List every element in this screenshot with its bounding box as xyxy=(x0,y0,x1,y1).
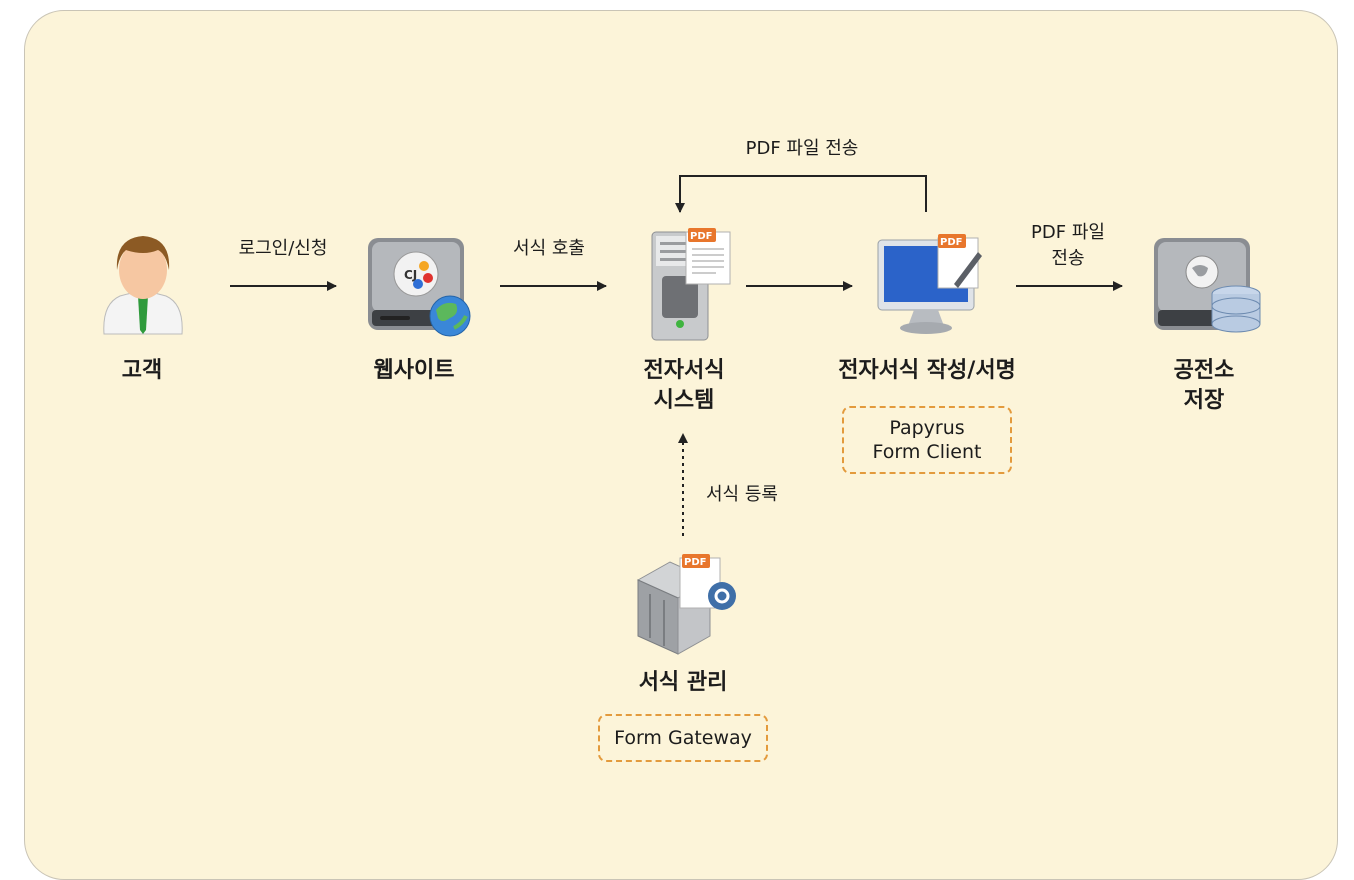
arrow-signing-back-to-system xyxy=(675,175,927,213)
edge-label-pdf-send-right: PDF 파일 전송 xyxy=(1031,220,1105,272)
papyrus-form-client-box: Papyrus Form Client xyxy=(842,406,1012,474)
eform-system-server-icon: PDF xyxy=(651,228,731,341)
form-management-server-icon: PDF xyxy=(636,554,736,655)
node-label-system-line1: 전자서식 xyxy=(643,358,725,383)
pdf-badge-management: PDF xyxy=(684,557,706,568)
form-gateway-box: Form Gateway xyxy=(598,714,768,762)
website-server-icon: CJ xyxy=(368,238,471,337)
eform-signing-monitor-icon: PDF xyxy=(877,234,982,334)
notary-storage-icon xyxy=(1154,238,1261,333)
node-label-notary-line2: 저장 xyxy=(1183,388,1225,413)
node-label-notary-line1: 공전소 xyxy=(1173,358,1235,383)
form-gateway-label: Form Gateway xyxy=(614,727,752,749)
node-label-system: 전자서식 시스템 xyxy=(644,356,725,416)
edge-label-pdf-send-top: PDF 파일 전송 xyxy=(745,138,859,159)
database-icon xyxy=(1211,285,1261,333)
papyrus-form-client-line1: Papyrus xyxy=(889,417,965,439)
edge-label-pdf-send-right-line1: PDF 파일 xyxy=(1031,222,1105,243)
edge-label-call: 서식 호출 xyxy=(513,238,585,259)
pdf-badge-system: PDF xyxy=(690,231,712,242)
papyrus-form-client-line2: Form Client xyxy=(872,441,982,463)
node-label-system-line2: 시스템 xyxy=(653,388,715,413)
customer-avatar-icon xyxy=(103,236,183,335)
edge-label-register: 서식 등록 xyxy=(706,484,778,505)
edge-label-login: 로그인/신청 xyxy=(238,238,328,259)
pdf-badge-signing: PDF xyxy=(940,237,962,248)
cj-logo-text: CJ xyxy=(404,268,417,282)
node-label-management: 서식 관리 xyxy=(638,670,728,695)
node-label-customer: 고객 xyxy=(121,358,163,383)
node-label-notary: 공전소 저장 xyxy=(1174,356,1235,416)
node-label-website: 웹사이트 xyxy=(373,358,455,383)
edge-label-pdf-send-right-line2: 전송 xyxy=(1051,248,1085,269)
node-label-signing: 전자서식 작성/서명 xyxy=(838,358,1016,383)
